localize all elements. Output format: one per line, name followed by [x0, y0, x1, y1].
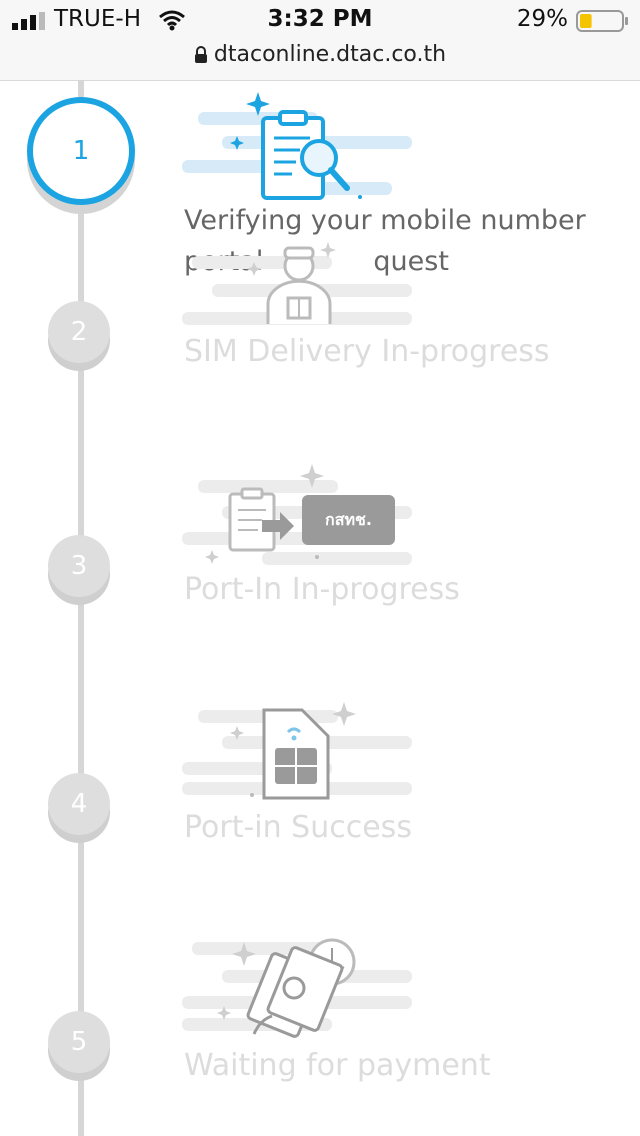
- step-5-circle: 5: [48, 1011, 110, 1073]
- lock-icon: [194, 45, 207, 63]
- step-3-number: 3: [70, 551, 88, 581]
- step-5-number: 5: [70, 1027, 88, 1057]
- step-2-number: 2: [70, 317, 88, 347]
- battery-percent: 29%: [516, 6, 568, 32]
- step-1-title: Verifying your mobile number portalquest: [184, 205, 586, 277]
- step-4-title: Port-in Success: [184, 810, 412, 845]
- regulator-badge-text: กสทช.: [325, 510, 372, 529]
- url-text: dtaconline.dtac.co.th: [213, 42, 447, 67]
- step-4-circle: 4: [48, 773, 110, 835]
- step-5-title: Waiting for payment: [184, 1048, 491, 1083]
- carrier-name: TRUE-H: [54, 6, 141, 32]
- delivery-person-icon: [182, 242, 412, 325]
- step-1-number: 1: [72, 136, 90, 166]
- step-3-title: Port-In In-progress: [184, 572, 460, 607]
- document-transfer-icon: [182, 464, 412, 565]
- clipboard-search-icon: [182, 92, 412, 200]
- clock: 3:32 PM: [267, 6, 373, 32]
- wifi-icon: [159, 10, 185, 31]
- step-3-circle: 3: [48, 535, 110, 597]
- signal-icon: [12, 12, 45, 30]
- money-clock-icon: [182, 938, 412, 1038]
- address-bar[interactable]: dtaconline.dtac.co.th: [0, 40, 640, 81]
- step-1-circle: 1: [27, 97, 135, 205]
- sim-card-icon: [182, 702, 412, 800]
- battery-icon: [576, 10, 628, 32]
- status-bar: TRUE-H 3:32 PM 29%: [0, 0, 640, 40]
- step-4-number: 4: [70, 789, 88, 819]
- step-2-title: SIM Delivery In-progress: [184, 334, 550, 369]
- timeline-line: [78, 80, 84, 1136]
- step-2-circle: 2: [48, 301, 110, 363]
